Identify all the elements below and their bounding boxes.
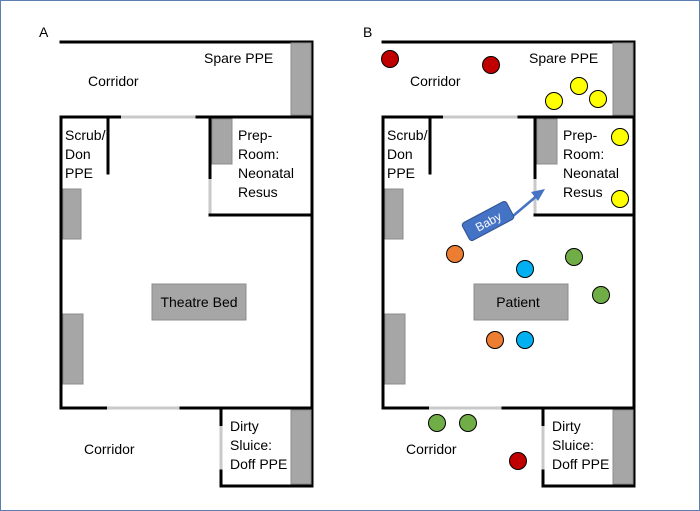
panel-b: B Patient Corridor Spare PPE Scrub/ Don … <box>363 24 636 488</box>
scrub-label-3: PPE <box>387 165 415 181</box>
sluice-label-2: Sluice: <box>552 437 594 453</box>
person-blue <box>516 260 534 278</box>
person-red <box>381 50 399 68</box>
patient-label: Patient <box>496 294 540 310</box>
corridor-bottom-label: Corridor <box>406 441 457 457</box>
sluice-label-1: Dirty <box>552 418 581 434</box>
person-yellow <box>589 90 607 108</box>
scrub-label-1: Scrub/ <box>387 127 428 143</box>
sluice-label-2: Sluice: <box>230 437 272 453</box>
spare-ppe-cabinet <box>612 42 634 116</box>
scrub-label-2: Don <box>65 146 91 162</box>
prep-label-2: Room: <box>238 146 279 162</box>
scrub-label-1: Scrub/ <box>65 127 106 143</box>
prep-label-1: Prep- <box>238 127 273 143</box>
person-red <box>509 452 527 470</box>
person-yellow <box>611 128 629 146</box>
prep-room-cabinet <box>536 118 558 165</box>
sluice-cabinet <box>612 409 634 485</box>
prep-label-2: Room: <box>563 146 604 162</box>
person-yellow <box>570 77 588 95</box>
prep-label-4: Resus <box>563 184 603 200</box>
prep-label-3: Neonatal <box>238 165 294 181</box>
person-blue <box>516 331 534 349</box>
prep-label-4: Resus <box>238 184 278 200</box>
person-green <box>565 248 583 266</box>
person-green <box>592 286 610 304</box>
scrub-label-2: Don <box>387 146 413 162</box>
spare-ppe-cabinet <box>290 42 312 116</box>
prep-label-1: Prep- <box>563 127 598 143</box>
prep-room-cabinet <box>211 118 233 165</box>
panel-a: A Theatre Bed Cor <box>39 24 314 488</box>
baby-tag: Baby <box>461 200 515 242</box>
theatre-bed-label: Theatre Bed <box>160 294 237 310</box>
person-red <box>482 56 500 74</box>
person-yellow <box>545 92 563 110</box>
patient-bed <box>473 283 569 321</box>
corridor-top-label: Corridor <box>88 73 139 89</box>
person-green <box>428 414 446 432</box>
sluice-label-3: Doff PPE <box>230 456 287 472</box>
person-orange <box>486 331 504 349</box>
prep-label-3: Neonatal <box>563 165 619 181</box>
baby-arrow-shaft <box>512 193 540 217</box>
spare-ppe-label: Spare PPE <box>204 50 273 66</box>
scrub-label-3: PPE <box>65 165 93 181</box>
sluice-label-1: Dirty <box>230 418 259 434</box>
person-yellow <box>611 190 629 208</box>
person-orange <box>446 245 464 263</box>
people <box>381 50 629 470</box>
left-cabinet-upper <box>62 188 82 240</box>
left-cabinet-upper <box>384 188 404 240</box>
corridor-bottom-label: Corridor <box>84 441 135 457</box>
baby-arrow-head <box>531 189 545 201</box>
sluice-label-3: Doff PPE <box>552 456 609 472</box>
spare-ppe-label: Spare PPE <box>529 50 598 66</box>
baby-tag-box <box>461 200 515 242</box>
theatre-bed <box>151 283 247 321</box>
sluice-cabinet <box>290 409 312 485</box>
left-cabinet-lower <box>384 313 406 385</box>
panel-a-letter: A <box>39 24 49 40</box>
person-green <box>459 414 477 432</box>
panel-b-letter: B <box>363 24 372 40</box>
corridor-top-label: Corridor <box>410 73 461 89</box>
baby-arrow: Baby <box>461 189 545 242</box>
left-cabinet-lower <box>62 313 84 385</box>
